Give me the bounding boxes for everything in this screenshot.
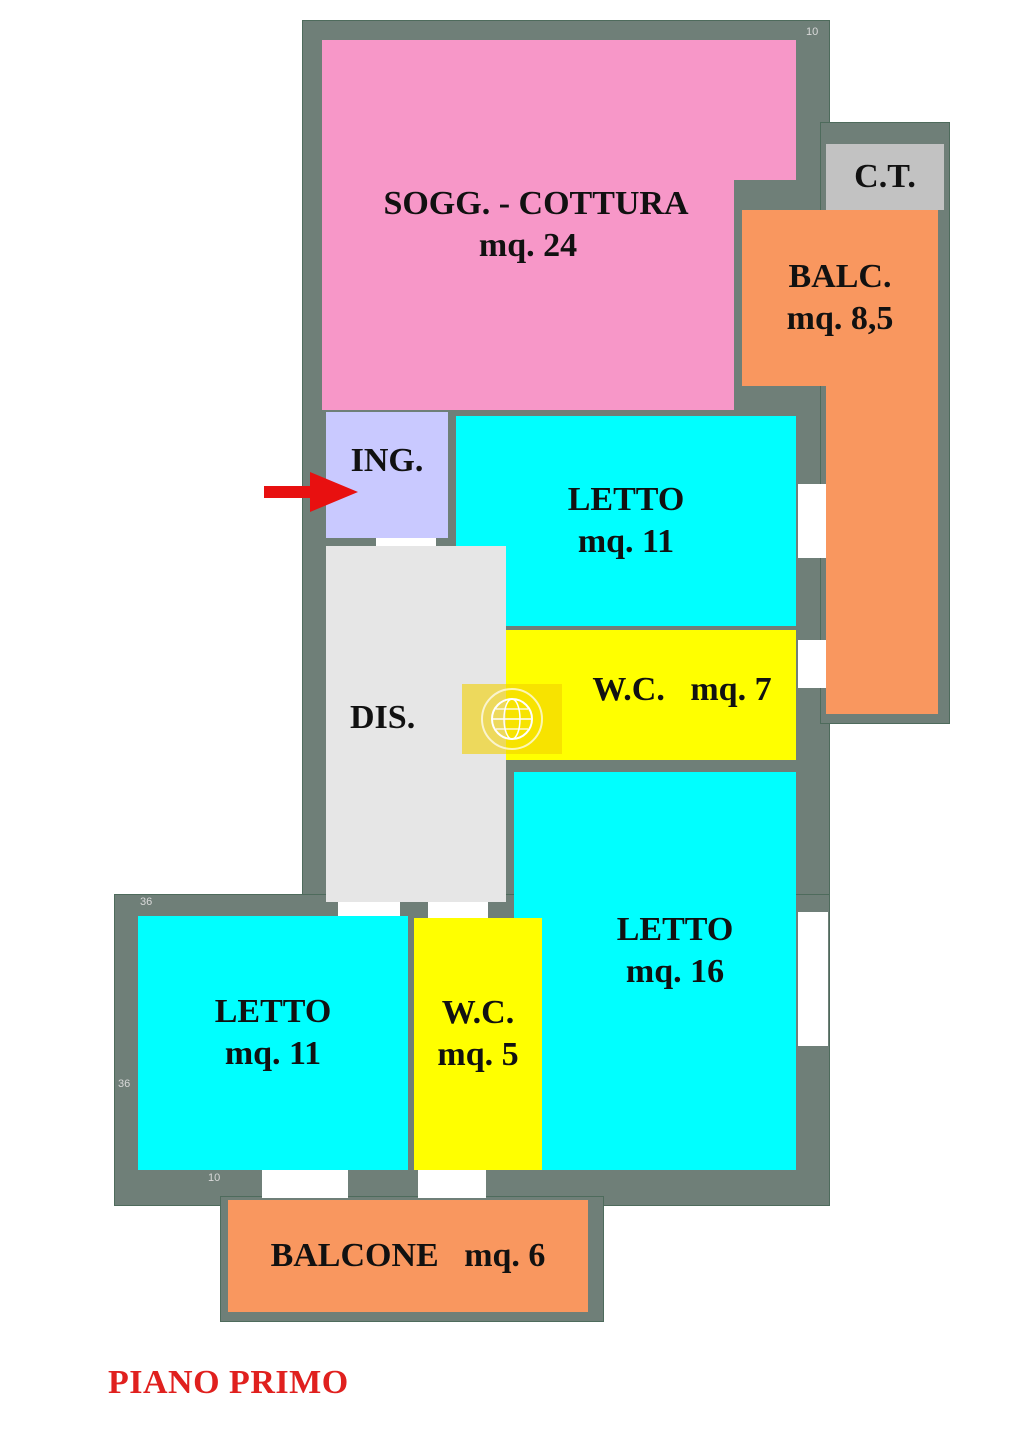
window-wc-7 [798,640,826,688]
room-label: BALCONE mq. 6 [270,1236,546,1274]
room-wc-5: W.C. mq. 5 [414,918,542,1170]
wall-tick: 10 [208,1172,221,1184]
window-letto-11-upper [798,484,826,558]
room-label: BALC. [788,257,892,295]
window-letto-16 [798,912,828,1046]
plan-title: PIANO PRIMO [108,1364,349,1401]
room-balc-strip [826,384,938,714]
room-label: C.T. [854,157,916,195]
door-dis-letto-11 [338,902,400,916]
wall-tick: 36 [118,1078,131,1090]
room-balcone: BALCONE mq. 6 [228,1200,588,1312]
room-letto-11-lower: LETTO mq. 11 [138,916,408,1170]
room-label: LETTO [214,992,332,1030]
room-label: SOGG. - COTTURA [383,184,689,222]
window-letto-11-lower [262,1170,348,1198]
room-area: mq. 11 [224,1035,322,1072]
room-label: DIS. [350,698,416,736]
room-soggiorno-cottura: SOGG. - COTTURA mq. 24 [322,40,734,410]
room-letto-16-upper-notch [514,772,556,892]
room-letto-11-upper: LETTO mq. 11 [456,416,796,626]
room-label: ING. [350,442,424,479]
room-label: W.C. [441,993,515,1031]
room-label: LETTO [567,480,685,518]
globe-logo-icon [462,684,562,754]
room-area: mq. 11 [577,523,675,560]
room-balc: BALC. mq. 8,5 [742,210,938,386]
room-soggiorno-extension [732,40,796,180]
door-ingresso-dis [376,538,436,546]
room-ingresso: ING. [326,412,448,538]
wall-tick: 10 [806,26,819,38]
room-letto-16: LETTO mq. 16 [514,772,796,1170]
room-label: LETTO [616,910,734,948]
wall-tick: 36 [140,896,153,908]
window-wc-5 [418,1170,486,1198]
room-area: mq. 16 [625,953,725,990]
room-label: W.C. mq. 7 [592,670,772,708]
door-dis-wc-5 [428,902,488,918]
room-area: mq. 24 [478,227,578,264]
room-area: mq. 8,5 [786,300,894,337]
room-area: mq. 5 [437,1036,519,1073]
room-ct: C.T. [826,144,944,210]
red-arrow-icon [264,472,358,512]
